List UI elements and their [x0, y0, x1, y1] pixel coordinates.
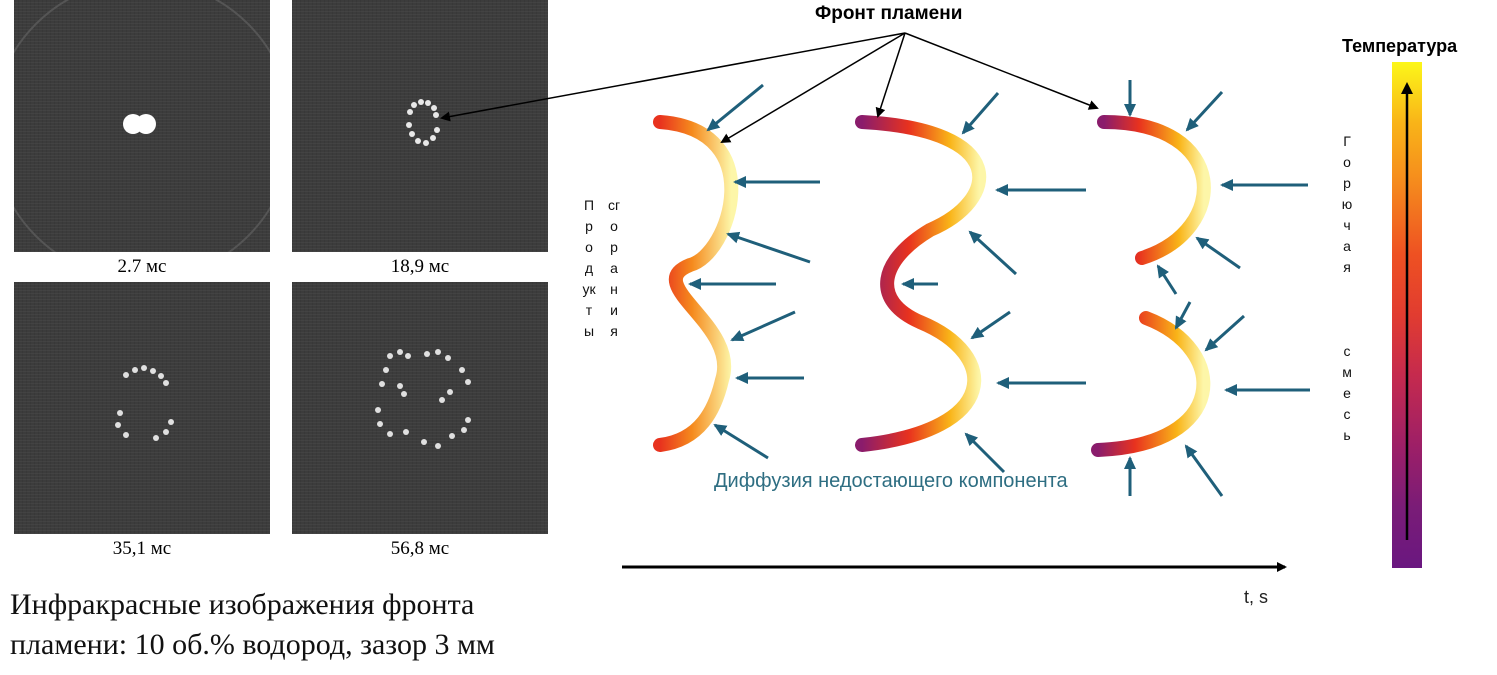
flame-front-3a — [1097, 115, 1211, 265]
ir-frame-3 — [14, 282, 270, 534]
ir-frame-3-graphic — [115, 365, 174, 441]
colorbar-arrow-overlay — [1401, 82, 1413, 540]
mixture-label-word1: Горючая — [1341, 133, 1353, 275]
ir-frame-2-graphic — [406, 99, 440, 146]
flame-front-2 — [855, 115, 987, 452]
bottom-caption: Инфракрасные изображения фронта пламени:… — [10, 588, 495, 661]
products-label-word1: Продукты — [582, 197, 596, 339]
ir-frame-1-caption: 2.7 мс — [117, 256, 167, 277]
temperature-label: Температура — [1342, 36, 1458, 56]
ir-frame-1 — [14, 0, 270, 252]
flame-front-3b — [1091, 311, 1211, 457]
time-axis-label: t, s — [1244, 587, 1269, 607]
ir-frame-4-caption: 56,8 мс — [390, 538, 450, 559]
flame-front-1 — [653, 115, 739, 452]
ir-frame-4 — [292, 282, 548, 534]
ir-frame-4-graphic — [375, 349, 471, 449]
ir-frame-3-caption: 35,1 мс — [112, 538, 172, 559]
flame-front-label: Фронт пламени — [815, 3, 963, 24]
ir-frame-2 — [292, 0, 548, 252]
products-label-word2: сгорания — [607, 197, 621, 339]
mixture-label-word2: смесь — [1342, 343, 1352, 443]
ir-frame-1-graphic — [14, 0, 270, 252]
ir-frame-2-caption: 18,9 мс — [390, 256, 450, 277]
diffusion-arrows — [688, 80, 1310, 497]
diffusion-label: Диффузия недостающего компонента — [714, 470, 1068, 492]
flame-front-callouts — [440, 32, 1099, 144]
